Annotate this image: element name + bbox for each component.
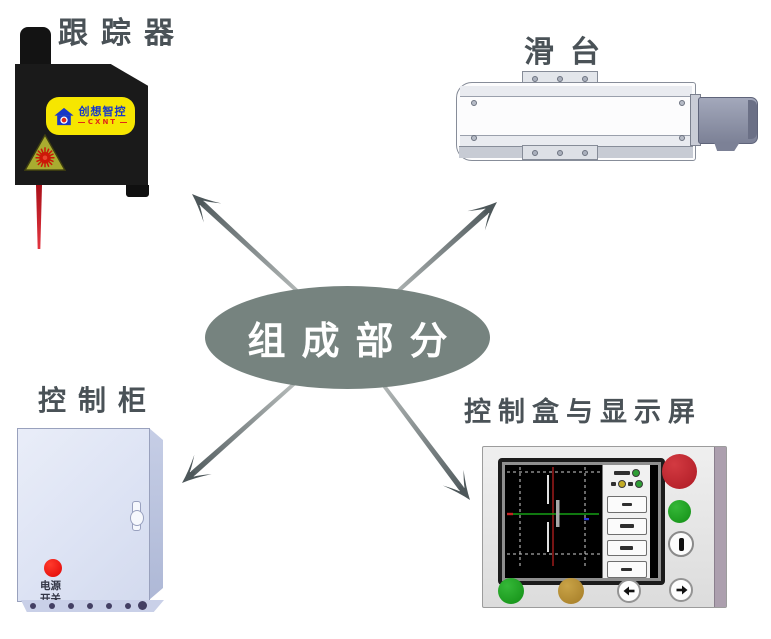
cable-gland-dot (138, 601, 147, 610)
start-button (668, 500, 691, 523)
door-handle-knob (130, 510, 144, 526)
menu-button (606, 561, 647, 578)
status-row (610, 480, 643, 488)
control-box-device (482, 446, 727, 608)
menu-button (606, 539, 647, 557)
display-sidebar (602, 465, 650, 578)
slide-device (452, 70, 767, 170)
seam-profile-bar (556, 500, 560, 527)
key-switch (668, 531, 694, 557)
slide-top-band (460, 86, 692, 97)
brand-name: 创想智控 (78, 105, 127, 118)
screw-dot (556, 75, 563, 82)
arrow-left-icon (623, 586, 634, 596)
micro-text (619, 524, 634, 528)
brand-dash (77, 121, 85, 124)
cable-gland-dot (68, 603, 74, 609)
screw-dot (581, 75, 588, 82)
micro-text (620, 546, 633, 550)
slide-bottom-plate (522, 145, 598, 160)
micro-text (621, 567, 632, 572)
cabinet-device: 电源 开关 (15, 420, 185, 625)
menu-button (606, 517, 647, 535)
brand-label: 创想智控 CXNT (46, 97, 135, 135)
center-label: 组成部分 (247, 319, 464, 363)
panel-side-stripe (714, 447, 726, 607)
tracker-connector (126, 185, 149, 197)
cabinet-side-panel (149, 428, 163, 600)
slide-bottom-band (460, 135, 692, 146)
green-led (631, 469, 640, 477)
cabinet-bottom-strip (20, 600, 164, 612)
green-button (498, 578, 524, 604)
key-switch-bar (678, 537, 684, 551)
screw-dot (471, 135, 477, 141)
screw-dot (679, 100, 685, 106)
slide-title: 滑台 (524, 35, 616, 70)
jog-left-button (617, 579, 641, 603)
seam-tracking-display (507, 467, 600, 566)
jog-right-button (669, 578, 693, 602)
micro-text (621, 502, 632, 507)
tracker-body: 创想智控 CXNT (15, 64, 148, 185)
door-handle (130, 501, 144, 531)
menu-button (606, 496, 647, 513)
arrow-right-icon (676, 585, 687, 595)
screw-dot (556, 149, 563, 156)
power-switch-button (44, 559, 62, 577)
house-logo-icon (54, 107, 74, 125)
cable-gland-dot (30, 603, 36, 609)
power-label-line1: 电源 (40, 580, 61, 592)
laser-warning-icon (24, 134, 66, 171)
brand-text: 创想智控 CXNT (77, 105, 128, 126)
cable-gland-dot (106, 603, 112, 609)
screw-dot (581, 149, 588, 156)
cable-gland-dot (49, 603, 55, 609)
display-bezel (498, 458, 665, 585)
brand-sub-text: CXNT (87, 118, 118, 126)
brand-dash (120, 121, 128, 124)
tracker-top-cylinder (20, 27, 51, 67)
center-ellipse: 组成部分 (205, 286, 490, 389)
tracker-title: 跟踪器 (58, 16, 187, 51)
screw-dot (471, 100, 477, 106)
display-frame (502, 462, 661, 581)
screw-dot (532, 75, 539, 82)
tracker-device: 创想智控 CXNT (10, 25, 165, 255)
cable-gland-dot (87, 603, 93, 609)
cable-gland-dot (125, 603, 131, 609)
laser-needle (36, 185, 42, 249)
micro-text (627, 482, 633, 486)
amber-button (558, 578, 584, 604)
slide-motor (698, 97, 758, 144)
status-row (613, 469, 640, 477)
cabinet-front-door: 电源 开关 (17, 428, 150, 605)
brand-subtitle: CXNT (77, 118, 128, 126)
screw-dot (679, 135, 685, 141)
motor-end-cap (748, 100, 757, 139)
yellow-led (617, 480, 626, 488)
motor-connector (714, 142, 740, 151)
stop-button (662, 454, 697, 489)
micro-text (610, 482, 616, 486)
control-box-title: 控制盒与显示屏 (464, 397, 702, 428)
micro-text (613, 471, 630, 475)
blue-marker (584, 518, 589, 521)
green-led (634, 480, 643, 488)
cabinet-title: 控制柜 (38, 384, 159, 417)
screw-dot (532, 149, 539, 156)
